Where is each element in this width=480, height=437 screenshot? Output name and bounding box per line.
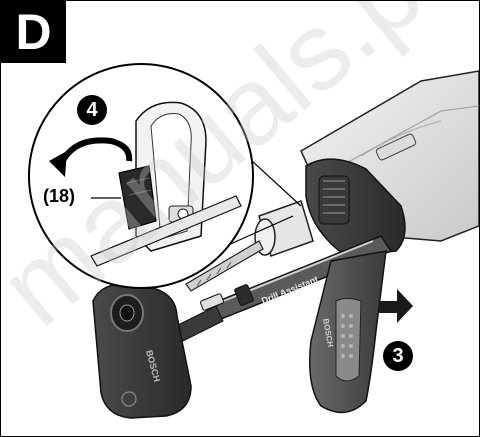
dust-collar [305, 158, 406, 257]
drill-handle: BOSCH [309, 250, 387, 414]
dust-nozzle: BOSCH [92, 283, 192, 419]
section-letter: D [1, 1, 66, 63]
step-number-3: 3 [383, 341, 413, 371]
step-number-4: 4 [77, 95, 107, 125]
drill-bit [185, 240, 264, 292]
push-arrow [379, 289, 413, 323]
callout-label: (18) [43, 186, 76, 206]
drill-chuck [254, 200, 314, 257]
detail-circle [28, 63, 302, 289]
